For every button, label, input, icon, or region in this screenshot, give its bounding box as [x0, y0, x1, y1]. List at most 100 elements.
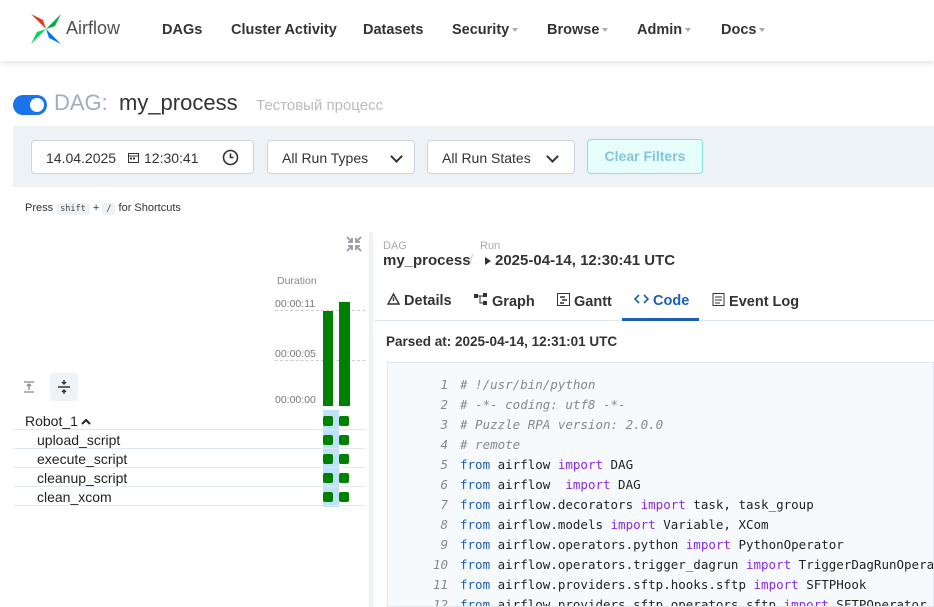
panel-resize-handle[interactable]	[369, 232, 373, 607]
line-number: 2	[440, 397, 448, 412]
code-text: from airflow.providers.sftp.hooks.sftp i…	[460, 577, 867, 592]
task-instance-square[interactable]	[339, 454, 349, 464]
nav-security[interactable]: Security	[452, 22, 519, 38]
brand-name[interactable]: Airflow	[66, 18, 121, 38]
caret-down-icon	[759, 28, 766, 33]
task-group-label: Robot_1	[25, 413, 91, 429]
task-instance-square[interactable]	[339, 416, 349, 426]
task-row[interactable]: cleanup_script	[13, 468, 365, 487]
dag-pause-toggle[interactable]	[13, 95, 47, 115]
calendar-icon[interactable]	[128, 152, 139, 163]
grid-panel: Duration 00:00:11 00:00:05 00:00:00	[13, 232, 365, 607]
run-duration-bar[interactable]	[323, 311, 333, 406]
task-instance-square[interactable]	[339, 435, 349, 445]
tab-code[interactable]: Code	[633, 293, 690, 309]
nav-browse[interactable]: Browse	[547, 22, 609, 38]
clear-filters-button[interactable]: Clear Filters	[587, 139, 703, 174]
gridline	[275, 310, 365, 311]
active-tab-indicator	[622, 318, 699, 321]
kbd-shift: shift	[56, 203, 90, 215]
run-state-value: All Run States	[442, 150, 531, 166]
task-instance-square[interactable]	[339, 492, 349, 502]
gantt-icon	[557, 293, 570, 306]
code-icon	[633, 294, 650, 304]
task-label: clean_xcom	[37, 489, 112, 505]
nav-docs[interactable]: Docs	[721, 22, 766, 38]
airflow-logo-icon[interactable]	[27, 10, 65, 48]
run-state-select[interactable]: All Run States	[427, 140, 575, 174]
nav-cluster-activity[interactable]: Cluster Activity	[231, 22, 337, 38]
warning-icon	[386, 292, 401, 305]
breadcrumb-dag[interactable]: my_process	[383, 252, 471, 269]
clock-icon[interactable]	[222, 149, 239, 166]
code-text: from airflow.operators.trigger_dagrun im…	[460, 557, 934, 572]
chevron-down-icon	[390, 150, 403, 163]
line-number: 11	[432, 577, 448, 592]
task-instance-square[interactable]	[323, 492, 333, 502]
nav-docs-label: Docs	[721, 22, 757, 38]
task-row[interactable]: clean_xcom	[13, 487, 365, 506]
dag-title: my_process	[119, 90, 238, 115]
chevron-up-icon[interactable]	[81, 418, 91, 426]
line-number: 7	[440, 497, 448, 512]
line-number: 12	[432, 597, 448, 607]
code-text: # -*- coding: utf8 -*-	[460, 397, 626, 412]
tab-code-label: Code	[653, 293, 690, 309]
task-row[interactable]: execute_script	[13, 449, 365, 468]
tab-event-log-label: Event Log	[729, 294, 800, 310]
nav-datasets[interactable]: Datasets	[363, 22, 424, 38]
nav-security-label: Security	[452, 22, 510, 38]
code-text: # !/usr/bin/python	[460, 377, 596, 392]
line-number: 8	[440, 517, 448, 532]
run-duration-bar[interactable]	[339, 302, 350, 406]
line-number: 1	[440, 377, 448, 392]
run-type-select[interactable]: All Run Types	[267, 140, 415, 174]
code-text: # Puzzle RPA version: 2.0.0	[460, 417, 664, 432]
run-type-value: All Run Types	[282, 150, 369, 166]
task-group-name: Robot_1	[25, 413, 78, 429]
nav-admin[interactable]: Admin	[637, 22, 692, 38]
task-label: cleanup_script	[37, 470, 128, 486]
task-instance-square[interactable]	[323, 454, 333, 464]
shortcut-post: for Shortcuts	[118, 202, 181, 214]
task-row[interactable]: upload_script	[13, 430, 365, 449]
duration-label: Duration	[277, 275, 317, 287]
task-label: upload_script	[37, 432, 121, 448]
kbd-slash: /	[102, 203, 116, 215]
line-number: 3	[440, 417, 448, 432]
line-number: 6	[440, 477, 448, 492]
task-instance-square[interactable]	[323, 416, 333, 426]
base-date-input[interactable]: 14.04.2025 12:30:41	[31, 140, 254, 174]
caret-down-icon	[512, 28, 519, 33]
shortcut-plus: +	[92, 202, 100, 214]
code-text: from airflow import DAG	[460, 477, 641, 492]
code-text: # remote	[460, 437, 521, 452]
nav-dags[interactable]: DAGs	[162, 22, 203, 38]
tab-details[interactable]: Details	[386, 292, 452, 309]
collapse-all-button[interactable]	[15, 373, 43, 401]
code-text: from airflow.providers.sftp.operators.sf…	[460, 597, 927, 607]
task-instance-square[interactable]	[339, 473, 349, 483]
time-value: 12:30:41	[144, 150, 199, 166]
task-instance-square[interactable]	[323, 435, 333, 445]
tab-gantt[interactable]: Gantt	[557, 293, 612, 310]
graph-icon	[474, 293, 487, 305]
chevron-down-icon	[546, 150, 559, 163]
code-viewer[interactable]: 1 # !/usr/bin/python 2 # -*- coding: utf8 -…	[387, 362, 934, 607]
tab-graph[interactable]: Graph	[474, 293, 535, 310]
code-text: from airflow.operators.python import Pyt…	[460, 537, 844, 552]
breadcrumb-separator: /	[469, 252, 474, 269]
expand-all-button[interactable]	[50, 373, 78, 401]
duration-tick: 00:00:05	[275, 348, 316, 360]
collapse-all-icon	[24, 381, 34, 393]
task-group-row[interactable]: Robot_1	[13, 411, 365, 430]
tab-event-log[interactable]: Event Log	[712, 293, 799, 310]
expand-all-icon	[58, 380, 70, 394]
gridline	[275, 360, 365, 361]
breadcrumb-dag-label: DAG	[383, 240, 407, 252]
caret-down-icon	[685, 28, 692, 33]
collapse-panel-icon[interactable]	[345, 235, 363, 253]
breadcrumb-run[interactable]: 2025-04-14, 12:30:41 UTC	[495, 252, 676, 269]
task-instance-square[interactable]	[323, 473, 333, 483]
dag-prefix: DAG:	[54, 90, 108, 115]
